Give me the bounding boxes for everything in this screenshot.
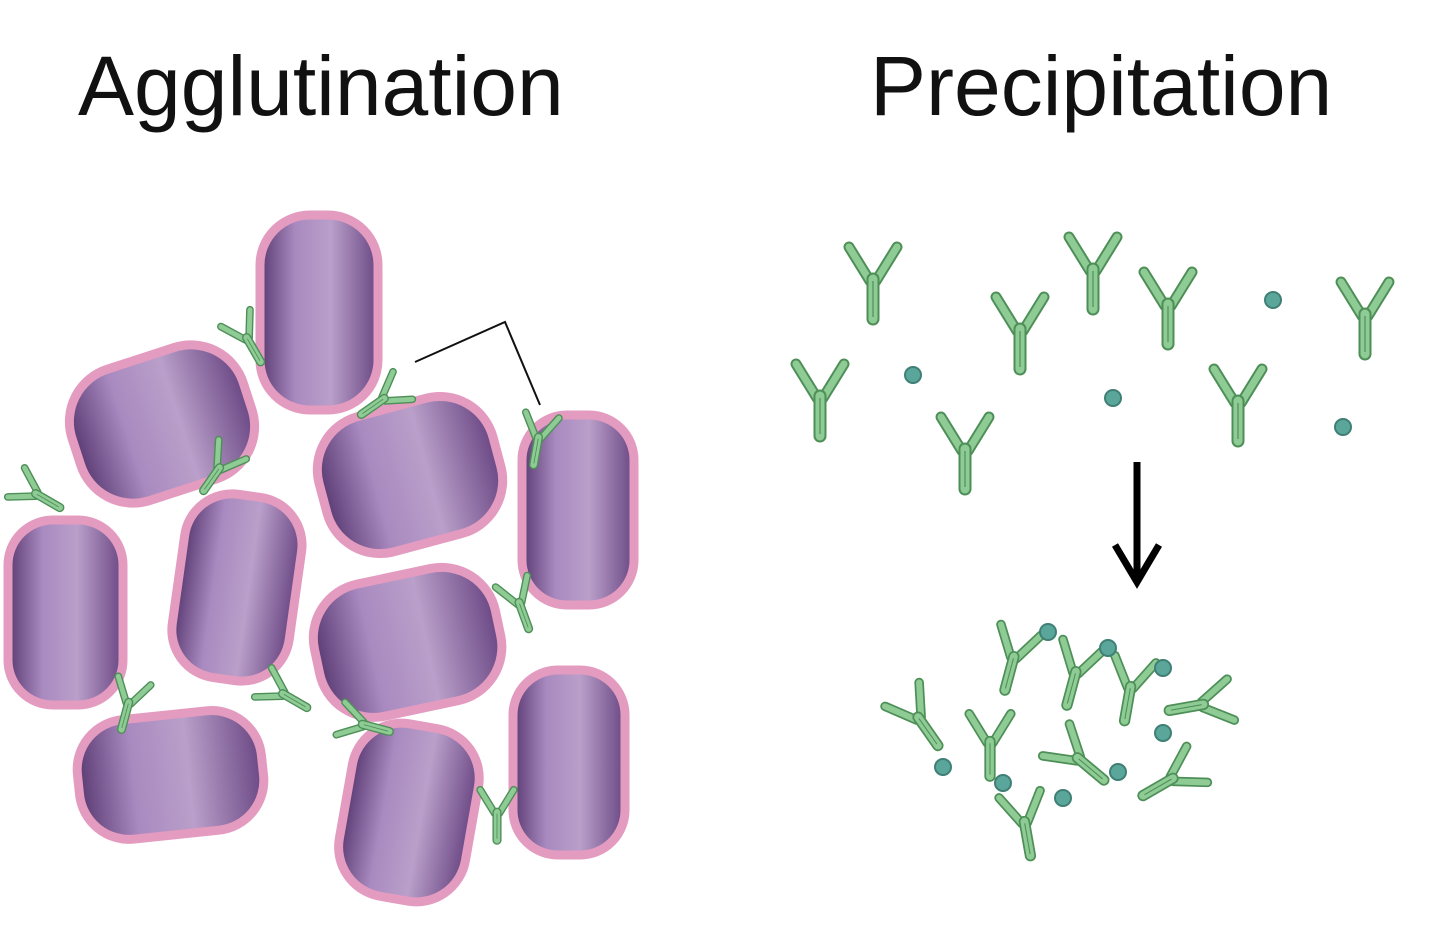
down-arrow-icon bbox=[1111, 462, 1163, 589]
antigen-icon bbox=[1054, 789, 1072, 807]
antigen-icon bbox=[1334, 418, 1352, 436]
antibody-icon bbox=[1043, 724, 1118, 796]
agglutination-cluster bbox=[3, 210, 639, 907]
antigen-icon bbox=[934, 758, 952, 776]
precipitate-lattice bbox=[885, 624, 1234, 859]
precipitation-title: Precipitation bbox=[870, 39, 1333, 133]
antibody-icon bbox=[1214, 369, 1262, 441]
antibody-icon bbox=[1144, 272, 1192, 344]
cell-1 bbox=[255, 210, 383, 415]
cell-9 bbox=[334, 718, 484, 907]
antibody-icon bbox=[849, 247, 897, 319]
antigen-icon bbox=[1154, 724, 1172, 742]
antibody-icon bbox=[1341, 282, 1389, 354]
antigen-icon bbox=[1104, 389, 1122, 407]
antibody-icon bbox=[796, 364, 844, 436]
antigen-icon bbox=[1264, 291, 1282, 309]
cell-10 bbox=[508, 665, 630, 860]
antibody-icon bbox=[1133, 746, 1208, 813]
cell-2 bbox=[64, 340, 260, 508]
leader-line bbox=[414, 320, 541, 406]
free-components bbox=[796, 237, 1389, 489]
antigen-icon bbox=[1154, 659, 1172, 677]
antibody-icon bbox=[996, 297, 1044, 369]
cell-5 bbox=[3, 515, 128, 710]
antigen-icon bbox=[1099, 639, 1117, 657]
cell-6 bbox=[167, 489, 307, 686]
antibody-icon bbox=[8, 468, 68, 522]
cell-3 bbox=[312, 391, 508, 559]
cell-4 bbox=[517, 410, 639, 610]
antigen-icon bbox=[1039, 623, 1057, 641]
antibody-icon bbox=[885, 683, 955, 758]
antibody-icon bbox=[999, 791, 1051, 860]
antibody-icon bbox=[941, 417, 989, 489]
antigen-icon bbox=[904, 366, 922, 384]
antibody-icon bbox=[1069, 237, 1117, 309]
antibody-icon bbox=[1104, 656, 1156, 725]
antigen-icon bbox=[1109, 763, 1127, 781]
antigen-icon bbox=[994, 774, 1012, 792]
antibody-icon bbox=[1166, 679, 1235, 731]
antibody-icon bbox=[985, 624, 1041, 695]
cell-7 bbox=[308, 562, 507, 722]
agglutination-title: Agglutination bbox=[78, 39, 564, 133]
antibody-icon bbox=[1047, 639, 1103, 710]
cell-8 bbox=[72, 706, 269, 844]
antibody-icon bbox=[969, 714, 1011, 776]
